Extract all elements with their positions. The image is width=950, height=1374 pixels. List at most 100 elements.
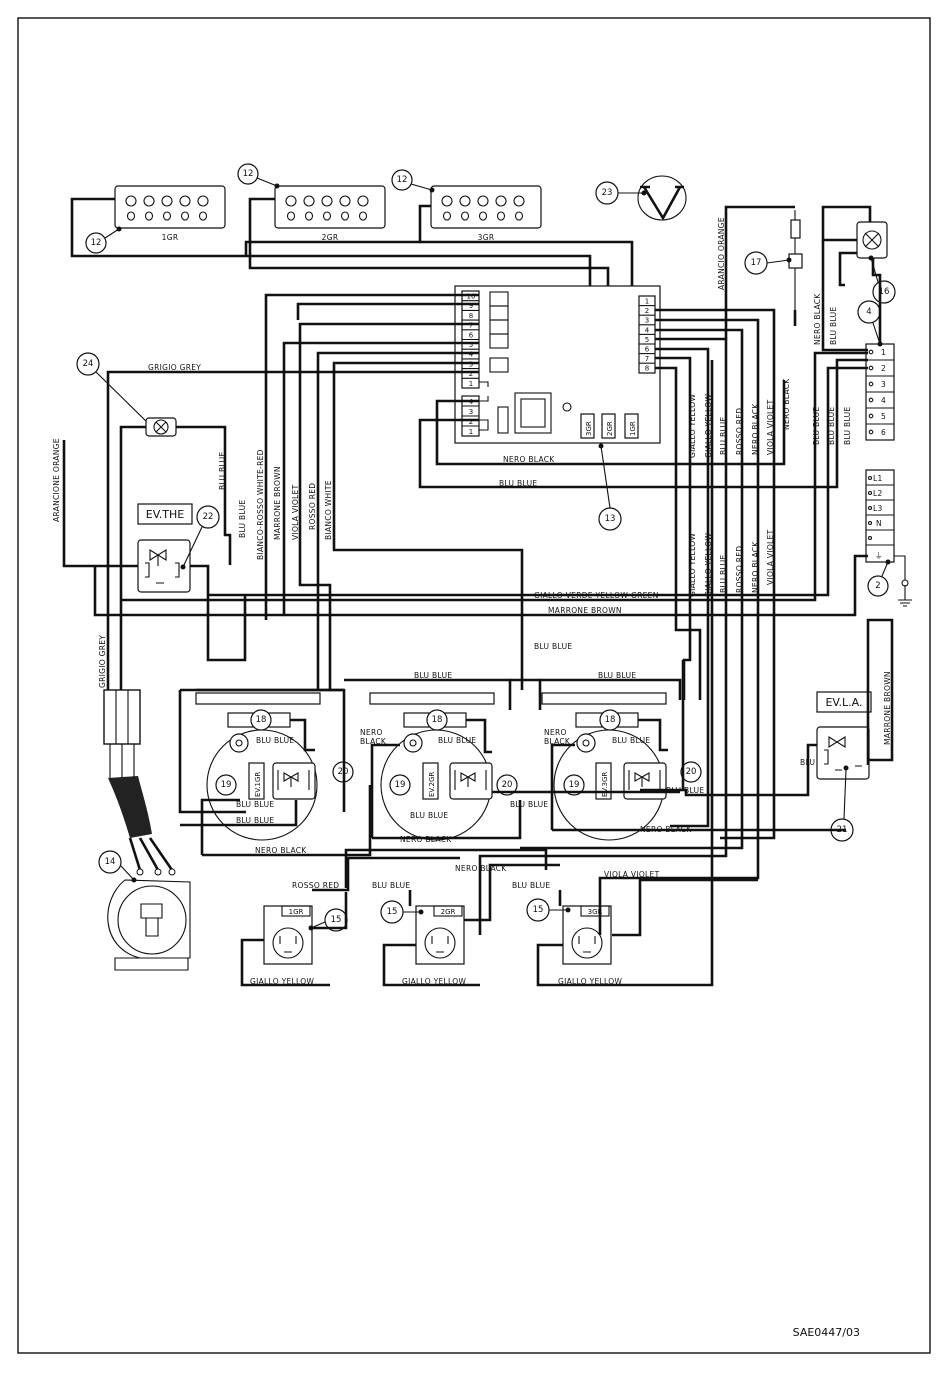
svg-text:GIALLO YELLOW: GIALLO YELLOW	[688, 533, 697, 597]
svg-text:BIANCO WHITE: BIANCO WHITE	[324, 480, 333, 540]
svg-text:BLU BLUE: BLU BLUE	[238, 500, 247, 538]
svg-text:NERO BLACK: NERO BLACK	[751, 541, 760, 593]
svg-text:NERO BLACK: NERO BLACK	[455, 864, 507, 873]
svg-text:NERO BLACK: NERO BLACK	[255, 846, 307, 855]
svg-text:NERO BLACK: NERO BLACK	[503, 455, 555, 464]
svg-text:1GR: 1GR	[629, 421, 637, 436]
svg-text:2: 2	[881, 364, 886, 373]
svg-text:ARANCIO ORANGE: ARANCIO ORANGE	[717, 217, 726, 290]
svg-text:1: 1	[881, 348, 886, 357]
svg-text:EV.THE: EV.THE	[146, 508, 185, 521]
svg-text:NERO BLACK: NERO BLACK	[813, 293, 822, 345]
svg-text:BLU BLUE: BLU BLUE	[438, 736, 476, 745]
svg-text:3: 3	[469, 360, 473, 368]
svg-text:BLU BLUE: BLU BLUE	[499, 479, 537, 488]
keypad-2gr: 2GR	[274, 185, 386, 242]
keypad-3gr: 3GR	[430, 185, 542, 242]
svg-text:VIOLA VIOLET: VIOLA VIOLET	[291, 484, 300, 540]
svg-text:5: 5	[645, 336, 649, 344]
drawing-code: SAE0447/03	[793, 1326, 860, 1339]
svg-text:BLU BLUE: BLU BLUE	[372, 881, 410, 890]
keypad-1gr: 1GR	[114, 185, 226, 242]
svg-text:1GR: 1GR	[289, 908, 304, 916]
svg-text:3: 3	[881, 380, 886, 389]
flowmeter-1gr: 1GR 15	[263, 905, 348, 965]
svg-text:BLU BLUE: BLU BLUE	[512, 881, 550, 890]
svg-text:⏚: ⏚	[875, 551, 883, 560]
svg-text:5: 5	[881, 412, 886, 421]
svg-text:VIOLA VIOLET: VIOLA VIOLET	[766, 529, 775, 585]
svg-text:BLU BLUE: BLU BLUE	[719, 417, 728, 455]
svg-text:GIALLO YELLOW: GIALLO YELLOW	[704, 533, 713, 597]
ev-the-valve: EV.THE 22	[137, 503, 220, 593]
svg-text:18: 18	[432, 715, 443, 725]
svg-text:BLU BLUE: BLU BLUE	[236, 816, 274, 825]
callout-12: 12 12 12	[85, 163, 435, 254]
svg-text:9: 9	[469, 302, 473, 310]
svg-text:BLU BLUE: BLU BLUE	[236, 800, 274, 809]
svg-text:GIALLO YELLOW: GIALLO YELLOW	[250, 977, 314, 986]
svg-text:BLU BLUE: BLU BLUE	[414, 671, 452, 680]
svg-text:ROSSO RED: ROSSO RED	[735, 546, 744, 593]
svg-text:15: 15	[331, 915, 342, 925]
svg-text:L2: L2	[873, 489, 883, 498]
svg-text:8: 8	[469, 312, 473, 320]
svg-text:15: 15	[533, 905, 544, 915]
keypad-label: 2GR	[322, 233, 339, 242]
svg-text:18: 18	[256, 715, 267, 725]
svg-text:13: 13	[605, 514, 616, 524]
svg-text:3GR: 3GR	[585, 421, 593, 436]
svg-text:6: 6	[645, 346, 650, 354]
svg-text:22: 22	[203, 512, 214, 522]
svg-text:GIALLO YELLOW: GIALLO YELLOW	[688, 394, 697, 458]
svg-text:8: 8	[645, 365, 649, 373]
svg-text:BLACK: BLACK	[544, 737, 571, 746]
svg-text:2: 2	[875, 581, 880, 591]
svg-text:15: 15	[387, 907, 398, 917]
group-head-3: 18 19 EV.3GR 20	[541, 692, 702, 841]
group-head-2: 18 19 EV.2GR 20	[369, 692, 518, 841]
svg-text:10: 10	[467, 293, 476, 301]
control-group-connectors: 3GR 2GR 1GR	[580, 413, 639, 439]
svg-text:4: 4	[469, 351, 474, 359]
svg-text:NERO BLACK: NERO BLACK	[640, 825, 692, 834]
component-16-lamp: 16	[856, 221, 896, 304]
svg-text:NERO BLACK: NERO BLACK	[751, 403, 760, 455]
svg-text:GIALLO-VERDE YELLOW-GREEN: GIALLO-VERDE YELLOW-GREEN	[534, 591, 659, 600]
svg-text:NERO: NERO	[544, 728, 567, 737]
svg-text:BIANCO-ROSSO WHITE-RED: BIANCO-ROSSO WHITE-RED	[256, 449, 265, 560]
svg-text:BLU BLUE: BLU BLUE	[534, 642, 572, 651]
svg-text:2: 2	[469, 418, 473, 426]
svg-text:20: 20	[502, 780, 513, 790]
component-24-lamp: 24	[76, 352, 177, 437]
svg-text:3GR: 3GR	[588, 908, 603, 916]
component-17: 17	[744, 210, 803, 310]
svg-text:6: 6	[881, 428, 886, 437]
svg-text:BLU BLUE: BLU BLUE	[843, 407, 852, 445]
svg-text:7: 7	[469, 322, 473, 330]
svg-text:EV.1GR: EV.1GR	[254, 772, 262, 797]
svg-text:GIALLO YELLOW: GIALLO YELLOW	[558, 977, 622, 986]
keypad-label: 1GR	[162, 233, 179, 242]
svg-text:23: 23	[602, 188, 613, 198]
component-23-v: 23	[595, 175, 687, 221]
svg-text:4: 4	[645, 326, 650, 334]
svg-text:19: 19	[395, 780, 406, 790]
svg-text:16: 16	[879, 287, 890, 297]
svg-text:3: 3	[469, 408, 473, 416]
svg-text:BLU BLUE: BLU BLUE	[256, 736, 294, 745]
svg-text:2GR: 2GR	[606, 421, 614, 436]
svg-text:4: 4	[881, 396, 886, 405]
svg-text:ROSSO RED: ROSSO RED	[292, 881, 339, 890]
svg-text:BLU BLUE: BLU BLUE	[410, 811, 448, 820]
keypad-label: 3GR	[478, 233, 495, 242]
svg-text:N: N	[876, 519, 882, 528]
svg-text:12: 12	[91, 238, 102, 248]
svg-text:2: 2	[469, 370, 473, 378]
